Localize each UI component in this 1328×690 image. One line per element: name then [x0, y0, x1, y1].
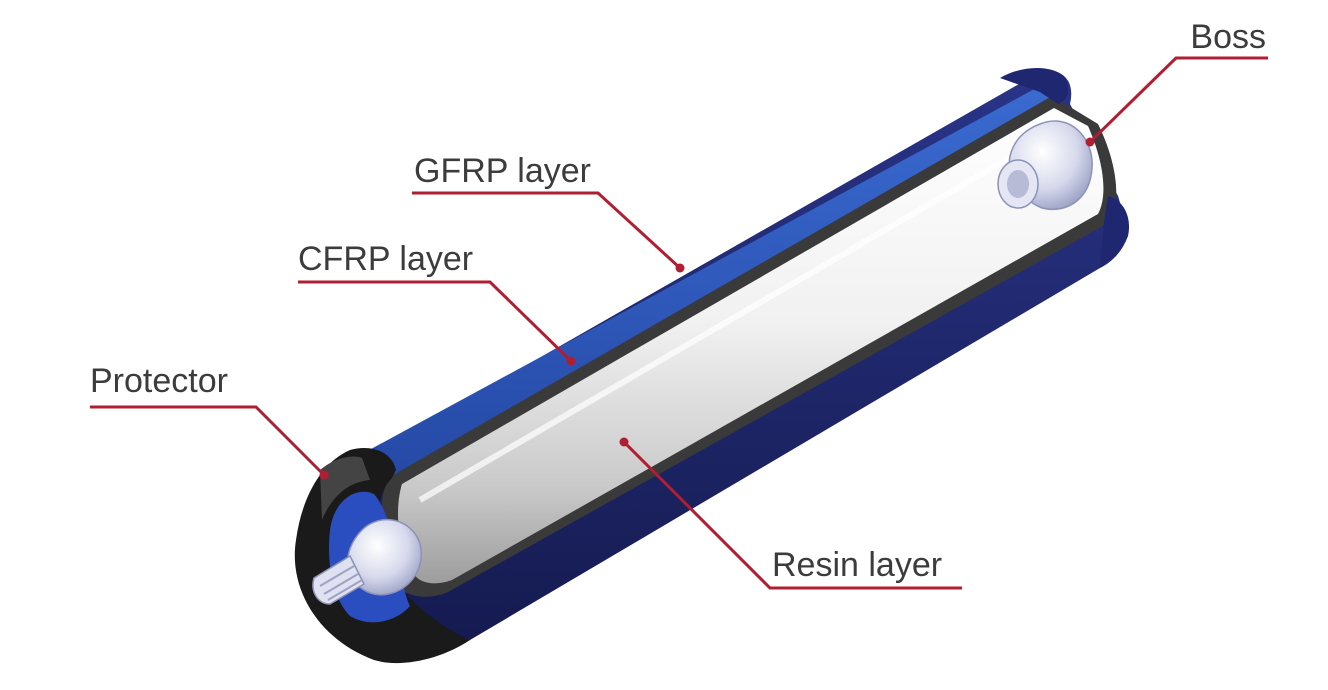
tank-body — [294, 67, 1130, 664]
gfrp-leader-line — [412, 191, 682, 270]
boss-label: Boss — [1190, 18, 1266, 56]
cfrp-label: CFRP layer — [298, 240, 473, 278]
labels: Boss GFRP layer CFRP layer Protector Res… — [90, 18, 1266, 584]
cfrp-leader-line — [298, 280, 573, 363]
resin-label: Resin layer — [772, 546, 942, 584]
right-end-cap-top — [1000, 67, 1069, 104]
protector-ring-highlight — [320, 456, 370, 520]
gfrp-dot — [675, 263, 685, 273]
resin-surface — [398, 108, 1104, 584]
right-boss — [997, 120, 1093, 210]
left-boss — [312, 518, 422, 605]
protector-label: Protector — [90, 362, 228, 400]
boss-dot — [1085, 137, 1095, 147]
leader-lines — [90, 56, 1268, 590]
right-end-cap-bottom — [1100, 196, 1130, 268]
leader-dots — [319, 137, 1095, 480]
protector-ring — [294, 448, 470, 664]
resin-highlight — [418, 137, 1042, 503]
cfrp-dot — [566, 356, 576, 366]
gfrp-band — [360, 86, 1058, 478]
boss-leader-line — [1088, 56, 1268, 144]
protector-dot — [319, 470, 329, 480]
protector-leader-line — [90, 405, 326, 477]
resin-leader-line — [622, 440, 962, 590]
resin-dot — [619, 437, 629, 447]
gfrp-label: GFRP layer — [414, 152, 591, 190]
